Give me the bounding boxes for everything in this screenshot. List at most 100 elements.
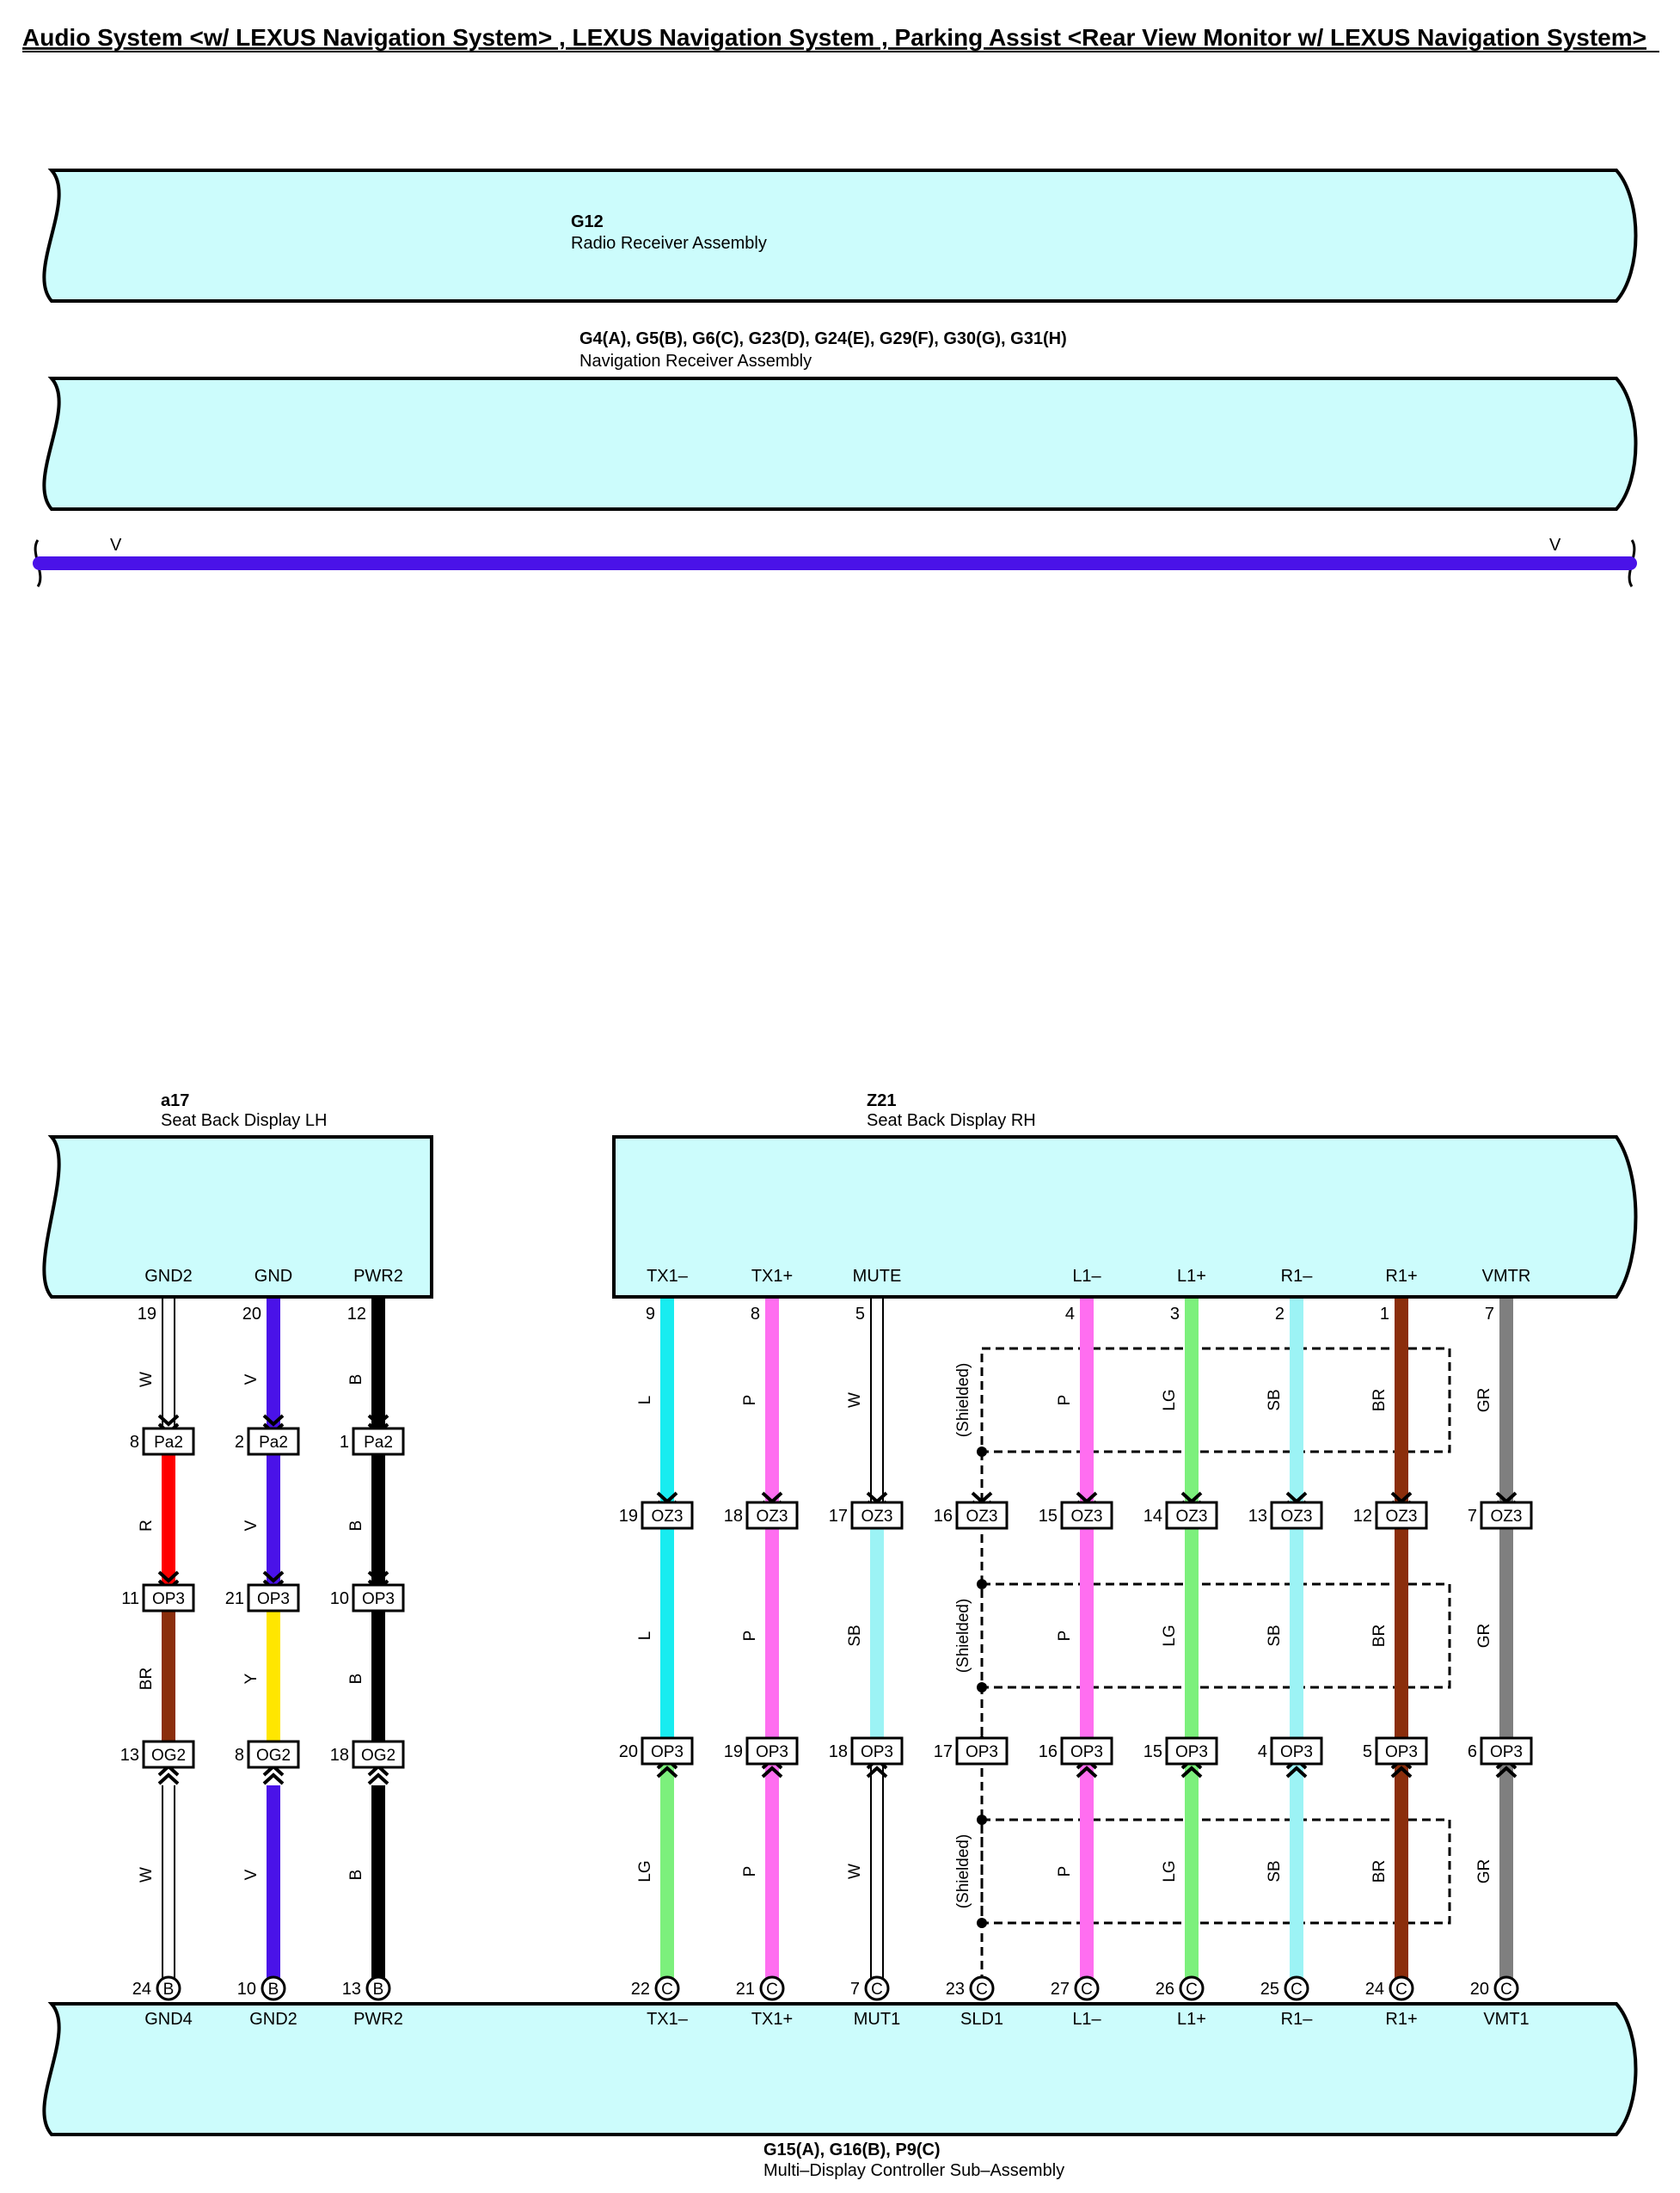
- circuit-9-color-seg1: LG: [1161, 1389, 1179, 1410]
- circuit-11-conn-2-label: OP3: [1385, 1743, 1418, 1761]
- circuit-4-top-pin-number: 9: [646, 1305, 655, 1324]
- circuit-12-bottom-terminal: [1493, 1975, 1519, 2001]
- circuit-1-conn-2-box: [142, 1583, 195, 1612]
- circuit-7-conn-2-label: OP3: [966, 1743, 998, 1761]
- circuit-4-bottom-pin-name: TX1–: [647, 2010, 689, 2029]
- circuit-2-bottom-pin-number: 10: [237, 1980, 256, 1999]
- circuit-6-color-seg2: SB: [846, 1625, 864, 1646]
- circuit-10-bottom-pin-number: 25: [1260, 1980, 1279, 1999]
- circuit-11-conn-1-pin: 12: [1353, 1507, 1372, 1526]
- shield-box-upper: [980, 1347, 1451, 1453]
- circuit-2-conn-3-box: [247, 1740, 300, 1769]
- circuit-5-conn-2-pin: 19: [724, 1742, 743, 1761]
- circuit-3-conn-1-pin: 1: [340, 1433, 349, 1452]
- circuit-8-conn-2-pin: 16: [1039, 1742, 1058, 1761]
- circuit-1-conn-3-pin: 13: [120, 1746, 139, 1765]
- bus-wire-label-right: V: [1549, 536, 1561, 555]
- circuit-6-conn-1-pin: 17: [829, 1507, 848, 1526]
- circuit-1-color-seg3: BR: [138, 1668, 156, 1690]
- circuit-2-conn-2-pin: 21: [225, 1589, 244, 1608]
- circuit-5-conn-1-box: [745, 1501, 799, 1530]
- circuit-1-bottom-terminal-letter: B: [163, 1981, 175, 1999]
- circuit-12-conn-2-pin: 6: [1468, 1742, 1477, 1761]
- radio-receiver-name: Radio Receiver Assembly: [571, 234, 767, 253]
- circuit-7-shield-dot-1: [977, 1447, 987, 1457]
- circuit-9-bottom-terminal: [1179, 1975, 1205, 2001]
- circuit-1-color-seg1: W: [138, 1372, 156, 1387]
- multi-display-box: [42, 2002, 1638, 2136]
- circuit-9-color-seg3: LG: [1161, 1860, 1179, 1882]
- circuit-8-bottom-terminal-letter: C: [1081, 1981, 1093, 1999]
- circuit-4-color-seg3: LG: [636, 1860, 654, 1882]
- circuit-1-conn-1-box: [142, 1427, 195, 1456]
- circuit-3-color-seg4: B: [347, 1870, 365, 1881]
- circuit-12-conn-1-pin: 7: [1468, 1507, 1477, 1526]
- circuit-4-color-seg1: L: [636, 1396, 654, 1405]
- radio-receiver-code: G12: [571, 212, 604, 231]
- circuit-6-color-seg1: W: [846, 1392, 864, 1408]
- seat-back-rh-box: [612, 1135, 1638, 1299]
- circuit-12-conn-1-label: OZ3: [1491, 1508, 1523, 1526]
- circuit-7-conn-2-pin: 17: [934, 1742, 953, 1761]
- circuit-5-top-pin-name: TX1+: [751, 1267, 793, 1286]
- circuit-3-color-seg2: B: [347, 1520, 365, 1532]
- circuit-8-top-pin-name: L1–: [1072, 1267, 1101, 1286]
- circuit-10-color-seg1: SB: [1266, 1389, 1284, 1410]
- seat-back-lh-code: a17: [161, 1091, 189, 1110]
- circuit-5-conn-1-pin: 18: [724, 1507, 743, 1526]
- circuit-7-conn-1-label: OZ3: [966, 1508, 998, 1526]
- circuit-3-bottom-pin-name: PWR2: [353, 2010, 403, 2029]
- circuit-5-color-seg2: P: [741, 1631, 759, 1642]
- circuit-8-color-seg2: P: [1056, 1631, 1074, 1642]
- circuit-8-conn-1-pin: 15: [1039, 1507, 1058, 1526]
- circuit-1-conn-1-pin: 8: [130, 1433, 139, 1452]
- circuit-9-conn-1-box: [1165, 1501, 1218, 1530]
- circuit-3-bottom-terminal-letter: B: [373, 1981, 384, 1999]
- circuit-7-bottom-pin-number: 23: [946, 1980, 965, 1999]
- circuit-12-bottom-terminal-letter: C: [1500, 1981, 1512, 1999]
- circuit-8-bottom-pin-name: L1–: [1072, 2010, 1101, 2029]
- circuit-9-conn-1-label: OZ3: [1176, 1508, 1208, 1526]
- connector-layer: GND219WRBRWPa28OP311OG213B24GND4GND20VVY…: [120, 1267, 1533, 2029]
- circuit-9-bottom-terminal-letter: C: [1186, 1981, 1198, 1999]
- circuit-11-bottom-pin-name: R1+: [1385, 2010, 1417, 2029]
- circuit-7-shield-dot-5: [977, 1918, 987, 1928]
- circuit-3-chevron-3: [367, 1764, 389, 1785]
- circuit-6-bottom-pin-number: 7: [850, 1980, 860, 1999]
- circuit-1-bottom-pin-number: 24: [132, 1980, 151, 1999]
- circuit-5-color-seg3: P: [741, 1866, 759, 1877]
- circuit-10-color-seg3: SB: [1266, 1860, 1284, 1882]
- circuit-10-conn-1-label: OZ3: [1281, 1508, 1313, 1526]
- circuit-7-shield-dot-3: [977, 1682, 987, 1692]
- circuit-7-bottom-pin-name: SLD1: [960, 2010, 1003, 2029]
- circuit-12-color-seg1: GR: [1475, 1388, 1493, 1413]
- circuit-11-conn-1-label: OZ3: [1386, 1508, 1418, 1526]
- circuit-4-color-seg2: L: [636, 1631, 654, 1641]
- circuit-3-top-pin-name: PWR2: [353, 1267, 403, 1286]
- circuit-2-conn-3-label: OG2: [256, 1747, 291, 1765]
- seat-back-rh-code: Z21: [867, 1091, 896, 1110]
- circuit-4-top-pin-name: TX1–: [647, 1267, 689, 1286]
- circuit-11-color-seg3: BR: [1370, 1860, 1389, 1883]
- circuit-2-conn-2-label: OP3: [257, 1590, 290, 1608]
- seat-back-lh-box: [42, 1135, 433, 1299]
- circuit-2-top-pin-name: GND: [254, 1267, 292, 1286]
- circuit-1-top-pin-name: GND2: [144, 1267, 193, 1286]
- circuit-2-conn-1-label: Pa2: [259, 1434, 288, 1452]
- circuit-5-bottom-terminal-letter: C: [766, 1981, 778, 1999]
- circuit-5-conn-1-label: OZ3: [757, 1508, 788, 1526]
- circuit-10-bottom-terminal-letter: C: [1291, 1981, 1303, 1999]
- circuit-11-bottom-terminal-letter: C: [1395, 1981, 1407, 1999]
- circuit-12-top-pin-name: VMTR: [1482, 1267, 1531, 1286]
- diagram-title: Audio System <w/ LEXUS Navigation System…: [22, 24, 1646, 51]
- circuit-10-conn-2-box: [1270, 1736, 1323, 1766]
- circuit-12-conn-1-box: [1480, 1501, 1533, 1530]
- circuit-8-conn-2-label: OP3: [1070, 1743, 1103, 1761]
- circuit-9-conn-2-box: [1165, 1736, 1218, 1766]
- circuit-8-conn-2-box: [1060, 1736, 1113, 1766]
- circuit-9-color-seg2: LG: [1161, 1625, 1179, 1646]
- circuit-2-conn-2-box: [247, 1583, 300, 1612]
- circuit-5-bottom-pin-number: 21: [736, 1980, 755, 1999]
- circuit-10-bottom-pin-name: R1–: [1281, 2010, 1314, 2029]
- circuit-6-conn-2-pin: 18: [829, 1742, 848, 1761]
